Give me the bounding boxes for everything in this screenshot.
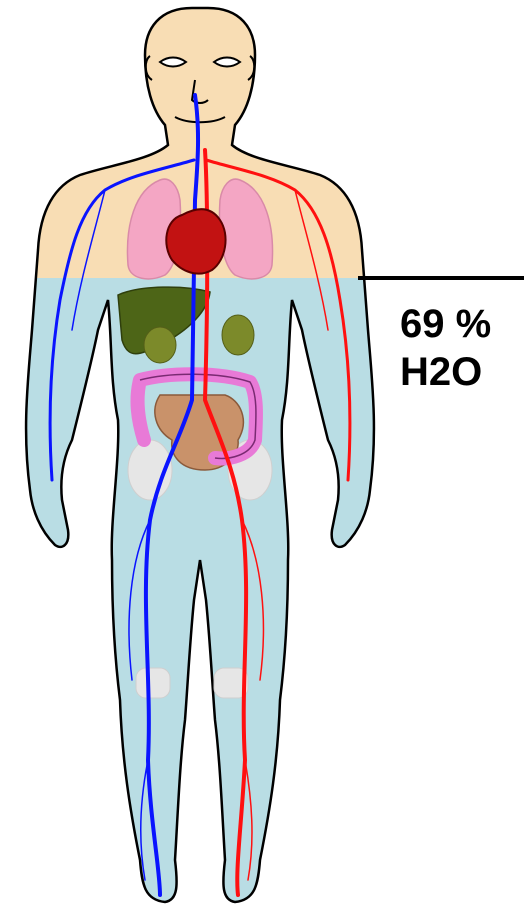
substance-text: H2O <box>400 348 520 396</box>
water-percentage-label: 69 % H2O <box>400 300 520 396</box>
percentage-text: 69 % <box>400 300 520 348</box>
heart <box>166 209 225 273</box>
